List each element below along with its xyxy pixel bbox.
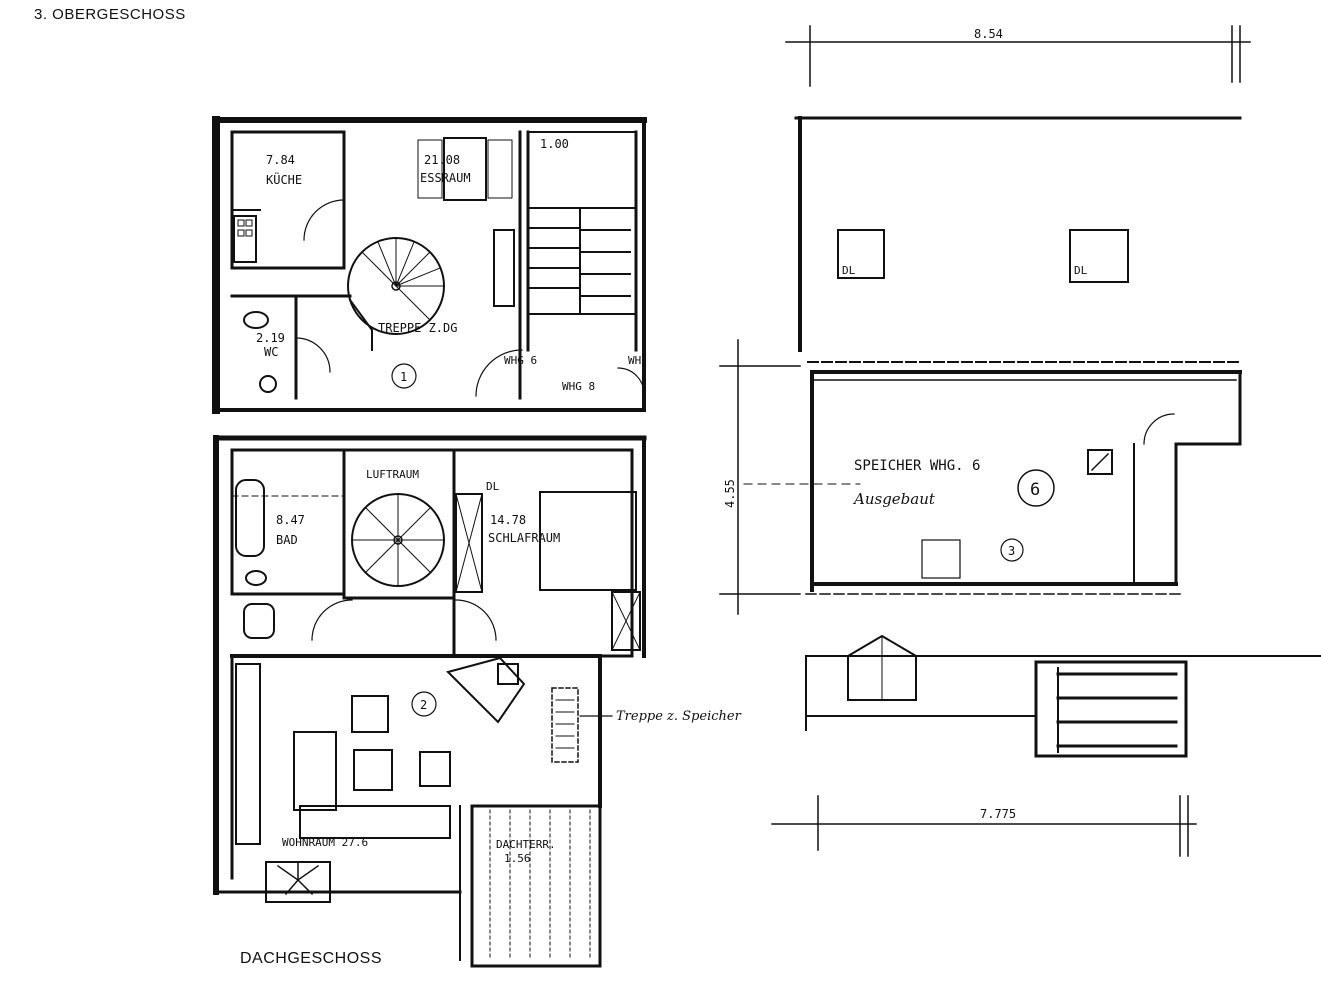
label-wc: WC (264, 345, 278, 359)
unit-marker-1: 1 (400, 370, 407, 384)
label-dining-area: 21.08 (424, 153, 460, 167)
label-kitchen: KÜCHE (266, 171, 302, 187)
label-kitchen-area: 7.84 (266, 153, 295, 167)
label-bath-area: 8.47 (276, 513, 305, 527)
label-wh-cut: WH (628, 354, 641, 367)
marker-6: 6 (1030, 480, 1040, 500)
dimension-top: 8.54 (974, 27, 1003, 41)
attic-floor-plan (213, 435, 647, 968)
upper-floor-plan (212, 116, 647, 414)
unit-marker-2: 2 (420, 698, 427, 712)
handnote-ausgebaut: Ausgebaut (852, 490, 936, 508)
label-dl-right: DL (1074, 264, 1088, 277)
label-living: WOHNRAUM 27.6 (282, 836, 368, 849)
label-stair: TREPPE Z.DG (378, 321, 457, 335)
storage-plan (719, 25, 1321, 857)
label-terrace: DACHTERR. (496, 838, 556, 851)
label-bedroom: SCHLAFRAUM (488, 531, 560, 545)
floor-title-upper: 3. OBERGESCHOSS (34, 6, 186, 23)
floor-title-attic: DACHGESCHOSS (240, 950, 383, 967)
label-dining: ESSRAUM (420, 171, 471, 185)
label-speicher: SPEICHER WHG. 6 (854, 458, 980, 474)
label-dl-attic: DL (486, 480, 500, 493)
label-wc-area: 2.19 (256, 331, 285, 345)
handnote-stair-to-attic: Treppe z. Speicher (616, 709, 742, 724)
dimension-side: 4.55 (723, 479, 737, 508)
label-bath: BAD (276, 533, 298, 547)
marker-3: 3 (1008, 544, 1015, 558)
label-terrace-area: 1.56 (504, 852, 531, 865)
label-dl-left: DL (842, 264, 856, 277)
label-void: LUFTRAUM (366, 468, 419, 481)
label-small-room-area: 1.00 (540, 137, 569, 151)
label-whg6: WHG 6 (504, 354, 537, 367)
dimension-bottom: 7.775 (980, 807, 1016, 821)
label-whg8: WHG 8 (562, 380, 595, 393)
label-bedroom-area: 14.78 (490, 513, 526, 527)
